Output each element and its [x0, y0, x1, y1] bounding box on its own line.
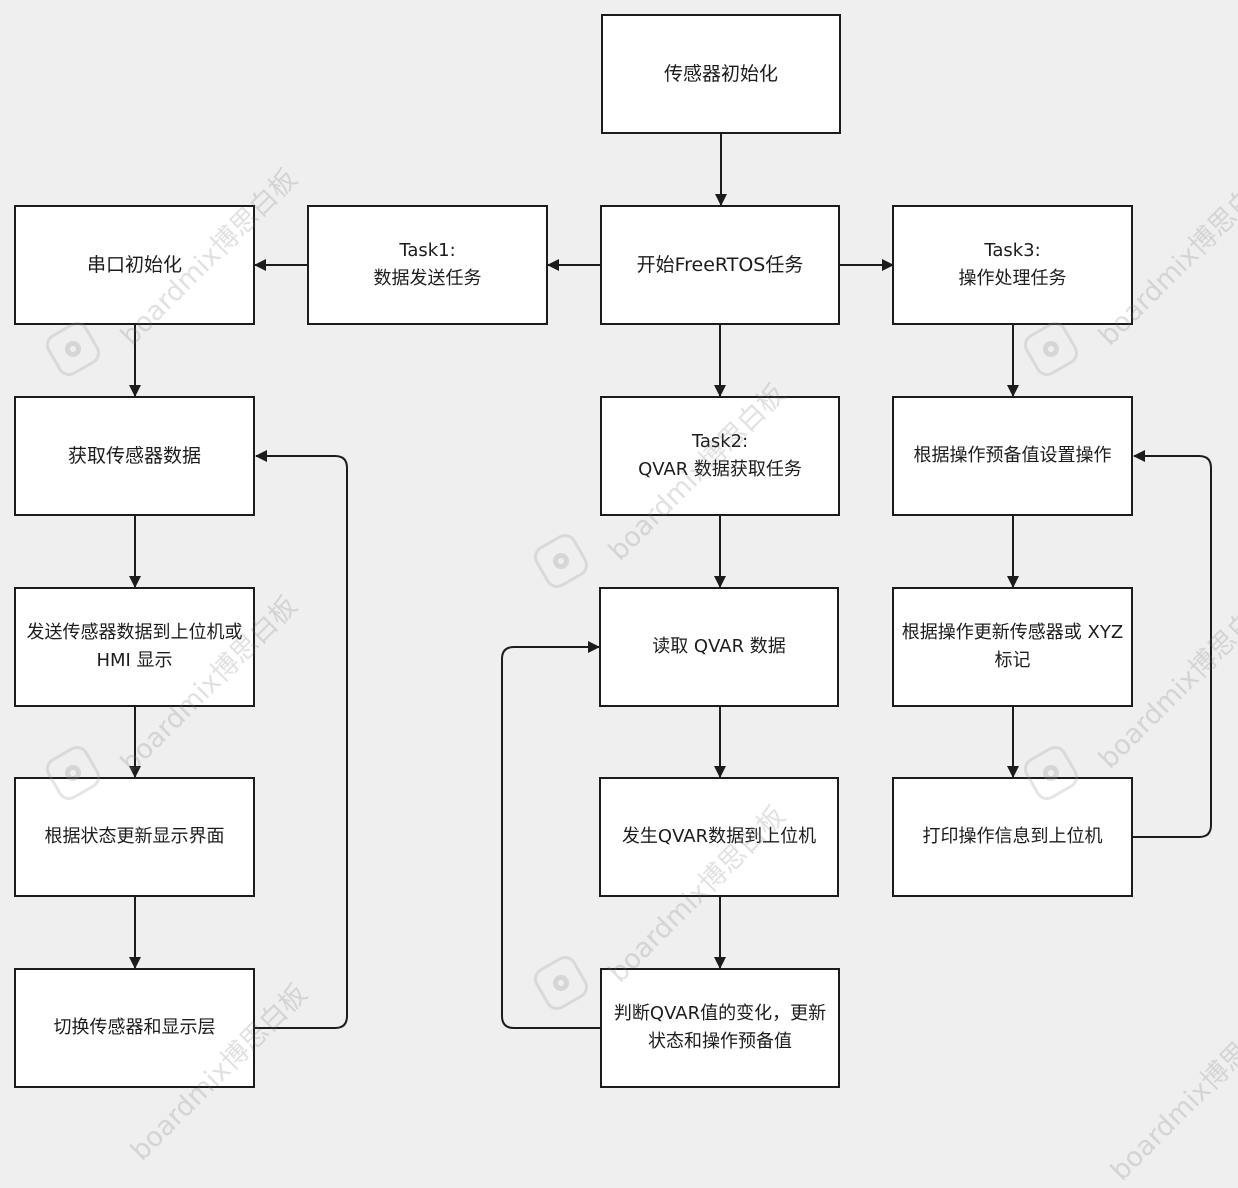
- node-task2: Task2: QVAR 数据获取任务: [600, 396, 840, 516]
- node-uart-init: 串口初始化: [14, 205, 255, 325]
- node-switch-layer: 切换传感器和显示层: [14, 968, 255, 1088]
- edge-print-loop: [1133, 450, 1212, 838]
- node-sensor-init: 传感器初始化: [601, 14, 841, 134]
- node-task3: Task3: 操作处理任务: [892, 205, 1133, 325]
- node-set-operation: 根据操作预备值设置操作: [892, 396, 1133, 516]
- node-get-sensor-data: 获取传感器数据: [14, 396, 255, 516]
- node-judge-qvar: 判断QVAR值的变化，更新 状态和操作预备值: [600, 968, 840, 1088]
- node-print-info: 打印操作信息到上位机: [892, 777, 1133, 897]
- node-send-qvar: 发生QVAR数据到上位机: [599, 777, 839, 897]
- edge-switch-loop: [255, 450, 348, 1029]
- node-update-display: 根据状态更新显示界面: [14, 777, 255, 897]
- node-update-marker: 根据操作更新传感器或 XYZ 标记: [892, 587, 1133, 707]
- edge-judge-loop: [501, 641, 601, 1029]
- node-read-qvar: 读取 QVAR 数据: [599, 587, 839, 707]
- node-send-sensor-data: 发送传感器数据到上位机或 HMI 显示: [14, 587, 255, 707]
- node-start-freertos: 开始FreeRTOS任务: [600, 205, 840, 325]
- flowchart-connectors: [129, 134, 1212, 1029]
- node-task1: Task1: 数据发送任务: [307, 205, 548, 325]
